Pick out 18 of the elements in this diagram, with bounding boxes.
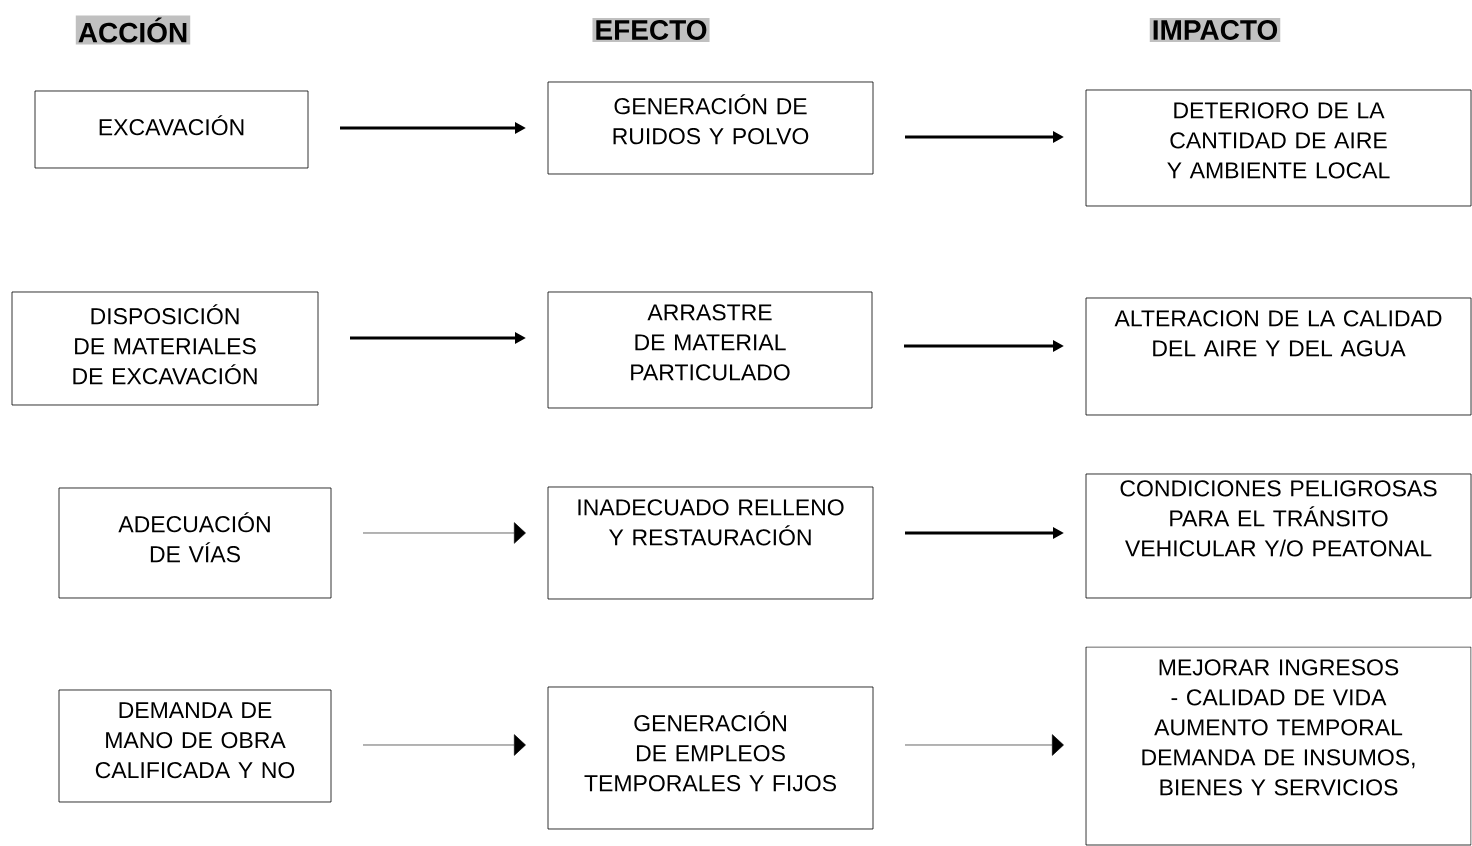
arrow: [362, 734, 526, 756]
process-box: DISPOSICIÓN DE MATERIALES DE EXCAVACIÓN: [11, 291, 319, 406]
process-box: INADECUADO RELLENO Y RESTAURACIÓN: [547, 486, 874, 600]
process-box: DEMANDA DE MANO DE OBRA CALIFICADA Y NO: [58, 689, 332, 803]
column-heading: EFECTO: [592, 18, 710, 42]
process-box: ADECUACIÓN DE VÍAS: [58, 487, 332, 599]
arrow: [904, 734, 1064, 756]
process-box: CONDICIONES PELIGROSAS PARA EL TRÁNSITO VEHICULAR Y/O PEATONAL: [1085, 473, 1472, 599]
arrow: [362, 522, 526, 544]
process-box: EXCAVACIÓN: [34, 90, 309, 169]
column-heading: ACCIÓN: [75, 15, 191, 45]
column-heading: IMPACTO: [1149, 18, 1281, 42]
process-box: GENERACIÓN DE EMPLEOS TEMPORALES Y FIJOS: [547, 686, 874, 830]
process-box: MEJORAR INGRESOS - CALIDAD DE VIDA AUMENTO TEMPORAL DEMANDA DE INSUMOS, BIENES Y SERVICIOS: [1085, 646, 1472, 846]
process-box: ALTERACION DE LA CALIDAD DEL AIRE Y DEL AGUA: [1085, 297, 1472, 416]
process-box: DETERIORO DE LA CANTIDAD DE AIRE Y AMBIENTE LOCAL: [1085, 89, 1472, 207]
process-box: GENERACIÓN DE RUIDOS Y POLVO: [547, 81, 874, 175]
process-box: ARRASTRE DE MATERIAL PARTICULADO: [547, 291, 873, 409]
